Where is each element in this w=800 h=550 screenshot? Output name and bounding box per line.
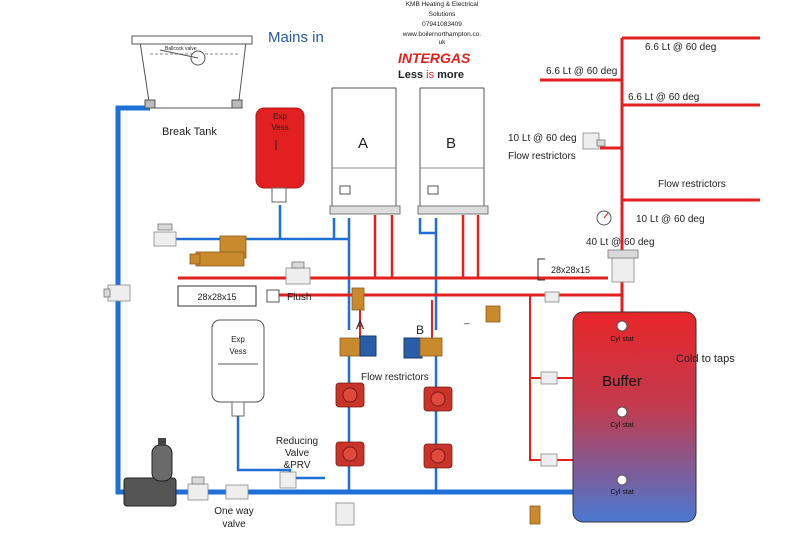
cold-to-taps-label: Cold to taps (676, 353, 735, 365)
boiler-a (329, 87, 401, 215)
boiler-b-label: B (446, 135, 456, 152)
hot-pipework (178, 36, 760, 461)
brand-tagline-is: is (426, 69, 434, 81)
cold-drop-boiler-a (332, 218, 351, 239)
cyl-stat-3: Cyl stat (610, 489, 633, 496)
mains-in-title: Mains in (268, 29, 324, 46)
one-way-valve-line2: valve (222, 519, 246, 530)
exp-vessel-top (255, 107, 305, 203)
reducing-valve-line1: Reducing (276, 436, 318, 447)
outlet-label-1: 6.6 Lt @ 60 deg (645, 42, 716, 53)
restrictor-right-top-line2: Flow restrictors (508, 151, 576, 162)
outlet-label-2: 6.6 Lt @ 60 deg (546, 66, 617, 77)
buffer-cylinder (572, 311, 697, 523)
flow-restrictors-center: Flow restrictors (361, 372, 429, 383)
company-web1: www.boilernorthampton.co. (402, 31, 482, 38)
flush-valve (266, 261, 311, 303)
intergas-logo: INTERGAS Less is more (398, 50, 471, 81)
brand-tagline-pre: Less (398, 69, 426, 81)
cold-to-pump-b (418, 218, 438, 330)
cyl-stat-2: Cyl stat (610, 422, 633, 429)
boiler-b (417, 87, 489, 215)
brand-name: INTERGAS (398, 50, 471, 66)
size-bracket-right (537, 258, 545, 281)
dash-label: _ (463, 314, 470, 325)
reducing-valve (279, 471, 297, 489)
exp-vessel-bottom-line1: Exp (231, 335, 245, 344)
exp-vessel-bottom (211, 319, 265, 417)
company-phone: 07941083409 (422, 21, 462, 28)
pump-label-a: A (356, 318, 364, 332)
flow-restrictor-a (339, 335, 377, 357)
booster-pump (123, 438, 177, 507)
size-right: 28x28x15 (551, 265, 590, 275)
restrictor-right-mid-line2: 10 Lt @ 60 deg (636, 214, 705, 225)
pump-label-b: B (416, 323, 424, 337)
brass-drain-bottom (529, 505, 541, 525)
boiler-a-label: A (358, 135, 368, 152)
pump-a-lower (335, 441, 365, 467)
break-tank-label: Break Tank (162, 126, 217, 138)
exp-vessel-bottom-line2: Vess (229, 347, 246, 356)
buffer-label: Buffer (602, 373, 642, 390)
svg-text:Less is more: Less is more (398, 69, 464, 81)
gauge-label: 40 Lt @ 60 deg (586, 237, 655, 248)
brass-fittings-cluster (189, 235, 247, 267)
one-way-valve-line1: One way (214, 506, 253, 517)
flow-restrictor-b (403, 337, 443, 359)
brand-tagline-post: more (434, 69, 464, 81)
outlet-label-3: 6.6 Lt @ 60 deg (628, 92, 699, 103)
company-line2: Solutions (429, 11, 456, 18)
company-web2: uk (439, 39, 447, 46)
boiler-flow-drops (373, 215, 480, 278)
ballcock-label: Ballcock valve (165, 46, 197, 52)
brass-check-valve (351, 287, 365, 311)
company-line1: KMB Heating & Electrical (406, 1, 479, 8)
temperature-gauge (596, 210, 612, 226)
exp-vessel-top-line2: Vess (271, 123, 288, 132)
pump-a-upper (335, 382, 365, 408)
restrictor-right-top-line1: 10 Lt @ 60 deg (508, 133, 577, 144)
buffer-side-valves (540, 291, 560, 467)
mixing-valve (607, 249, 639, 283)
drain-valve-bottom (335, 502, 355, 526)
isolation-valve-bottom (187, 476, 209, 501)
pump-b-lower (423, 443, 453, 469)
hot-outlets (540, 36, 760, 202)
brass-valve-right (485, 305, 501, 323)
pump-b-upper (423, 386, 453, 412)
one-way-valve (225, 484, 249, 500)
isolation-valve-left-upper (153, 223, 177, 247)
size-box-left (177, 285, 257, 307)
exp-vessel-top-line1: Exp (273, 112, 287, 121)
break-tank (131, 35, 253, 109)
right-restrictor-valve (582, 132, 606, 150)
cyl-stat-1: Cyl stat (610, 336, 633, 343)
size-left: 28x28x15 (197, 292, 236, 302)
reducing-valve-line3: &PRV (283, 460, 310, 471)
restrictor-right-mid-line1: Flow restrictors (658, 179, 726, 190)
reducing-valve-line2: Valve (285, 448, 310, 459)
isolation-valve-left-riser (103, 284, 131, 302)
flush-label: Flush (287, 292, 311, 303)
